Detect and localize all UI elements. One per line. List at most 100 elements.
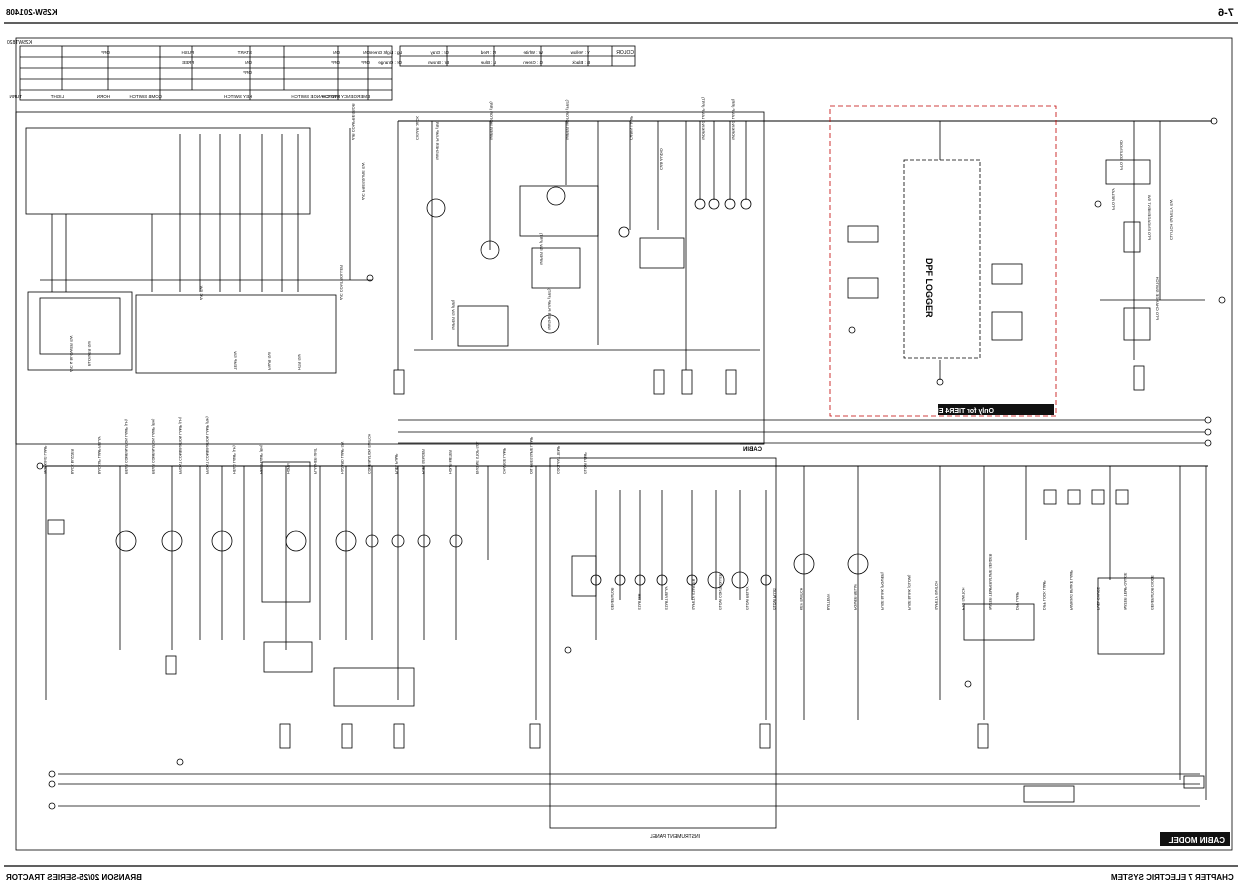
component-label: BACKUP LAMP RELAY: [97, 435, 101, 474]
component-label: GENERATOR: [610, 587, 614, 610]
component-label: ENGINE STOP SOL: [475, 441, 479, 474]
component-label: HORN: [286, 463, 290, 474]
component-label: PTO RELAY: [1111, 188, 1116, 210]
component-label: START RELAY: [664, 585, 668, 610]
component-label: WASHER PUMP (FRT): [547, 288, 552, 330]
component-label: GLOW CONTROLLER: [718, 573, 722, 610]
switch-state-label: START: [237, 50, 252, 55]
component-label: FUEL GAUGE: [1096, 586, 1100, 610]
component-label: A/C & BLOWER SW: [69, 335, 74, 372]
color-legend-entry: L : Blue: [480, 60, 496, 65]
color-legend-entry: Gr : Gray: [430, 50, 449, 55]
component-label: WORKING LAMP (RR): [731, 98, 736, 140]
component-label: SAFETY STARTER: [691, 578, 695, 610]
switch-state-label: ON: [363, 50, 370, 55]
component-label: REAR COMBINATION LAMP (LH): [124, 419, 128, 474]
component-label: CIGAR JACK: [415, 116, 420, 140]
component-label: FRONT COMBINATION LAMP (LH): [178, 417, 182, 474]
component-label: REAR COMBINATION LAMP (RH): [151, 419, 155, 474]
component-label: FUSE BLINK (POWER): [880, 572, 884, 610]
component-label: STARTER: [637, 593, 641, 610]
component-label: OIL PRESSURE LAMP: [529, 436, 533, 474]
color-legend-entry: G : Green: [523, 60, 543, 65]
color-table-title: COLOR: [616, 50, 634, 56]
component-label: PTO CHANGE SWITCH: [1155, 277, 1160, 320]
component-label: WIPER SW (FRT): [539, 232, 544, 265]
switch-group-label: PTO CHANGE SWITCH: [291, 94, 340, 99]
switch-state-label: OFF: [361, 60, 370, 65]
switch-group-label: EMERGENCY SWITCH: [322, 94, 370, 99]
switch-state-label: OFF: [243, 70, 252, 75]
dpf-logger-box: [903, 159, 981, 359]
component-label: TEMP SW: [233, 351, 238, 370]
component-label: A/C CONTROLLER: [339, 265, 344, 300]
component-label: GLOW RELAY: [745, 586, 749, 610]
model-code: K25WT820: [7, 40, 32, 46]
cabin-label: CABIN: [743, 447, 762, 453]
switch-group-label: TURN: [10, 94, 23, 99]
component-label: FLASHER UNIT: [313, 447, 317, 474]
component-label: WIPER MOTOR (RR): [489, 101, 494, 140]
component-label: WORKING LAMP (FRT): [701, 96, 706, 140]
component-label: HAZARD LAMP SW: [340, 441, 344, 474]
component-label: HEAD LAMP (RH): [259, 445, 263, 474]
component-label: GENERATOR DIODE: [1150, 575, 1154, 610]
component-label: SAFETY SWITCH: [934, 581, 938, 610]
dpf-note-tag: [938, 404, 1054, 415]
component-label: HOUR METER: [448, 449, 452, 474]
component-label: PTO ENGAGEMENT SW: [1147, 195, 1152, 240]
switch-state-label: ON: [245, 60, 252, 65]
color-legend-entry: W : White: [523, 50, 543, 55]
dpf-dashed-box: [829, 105, 1057, 417]
switch-group-label: LIGHT: [50, 94, 64, 99]
component-label: FRONT COMBINATION LAMP (RH): [205, 416, 209, 474]
component-label: FUEL SENDER: [421, 449, 425, 474]
ac-block: [25, 127, 311, 215]
switch-group-label: COMB SWITCH: [130, 94, 163, 99]
switch-state-label: OFF: [331, 60, 340, 65]
component-label: PARKING BRAKE LAMP: [1069, 570, 1073, 610]
component-label: WATER TEMP GAUGE: [1123, 572, 1127, 610]
component-label: WORKING LAMP: [43, 445, 47, 474]
component-label: HEAD LAMP (LH): [232, 445, 236, 474]
component-label: BACK BUZZER: [70, 448, 74, 474]
model-tag: CABIN MODEL: [1168, 836, 1225, 845]
instrument-panel-box: [549, 457, 777, 829]
component-label: WATER TEMPERATURE SENDER: [988, 553, 992, 610]
component-label: POWER RELAY: [853, 583, 857, 610]
component-label: FUSE BLINK (GLOW): [907, 575, 911, 610]
component-label: DIFF LOCK LAMP: [1042, 580, 1046, 610]
component-label: WIPER SW (RR): [451, 299, 456, 330]
component-label: BATTERY: [826, 593, 830, 610]
component-label: CAB AUDIO: [659, 148, 664, 170]
instrument-panel-label: INSTRUMENT PANEL: [650, 834, 700, 840]
component-label: BLOWER SW: [87, 341, 92, 366]
switch-state-label: OFF: [101, 50, 110, 55]
color-legend-entry: Lg : Light Green: [369, 50, 402, 55]
component-label: P/A/R SW: [267, 352, 272, 370]
color-legend-entry: B : Black: [571, 60, 590, 65]
component-label: CLUTCH SAFETY SW: [1169, 199, 1174, 240]
component-label: A/C PRESSURE SW: [361, 162, 366, 200]
model-tag-bg: [1160, 832, 1230, 846]
component-label: PTO SWITCH: [961, 587, 965, 610]
color-legend-entry: Or : Orange: [378, 60, 402, 65]
component-label: CABIN LAMP: [629, 115, 634, 140]
component-label: WASHER PUMP (RR): [435, 120, 440, 160]
component-label: COMBINATION SWITCH: [367, 433, 371, 474]
color-legend-entry: Y : Yellow: [570, 50, 590, 55]
switch-state-label: FREE: [182, 60, 194, 65]
switch-state-label: PUSH: [181, 50, 194, 55]
dpf-note: Only for TIER4 ENGINE MODEL: [889, 408, 994, 415]
component-label: FUEL PUMP: [394, 453, 398, 474]
component-label: WIPER MOTOR (FRT): [565, 99, 570, 140]
component-label: CHARGE LAMP: [502, 447, 506, 474]
dpf-logger-label: DPF LOGGER: [924, 258, 934, 318]
switch-table: [19, 45, 393, 101]
cabin-enclosure: [15, 111, 765, 445]
switch-group-label: HORN: [97, 94, 110, 99]
component-label: PTO SOLENOID: [1119, 140, 1124, 170]
switch-group-label: KEY SWITCH: [224, 94, 252, 99]
component-label: GLOW LAMP: [583, 452, 587, 474]
